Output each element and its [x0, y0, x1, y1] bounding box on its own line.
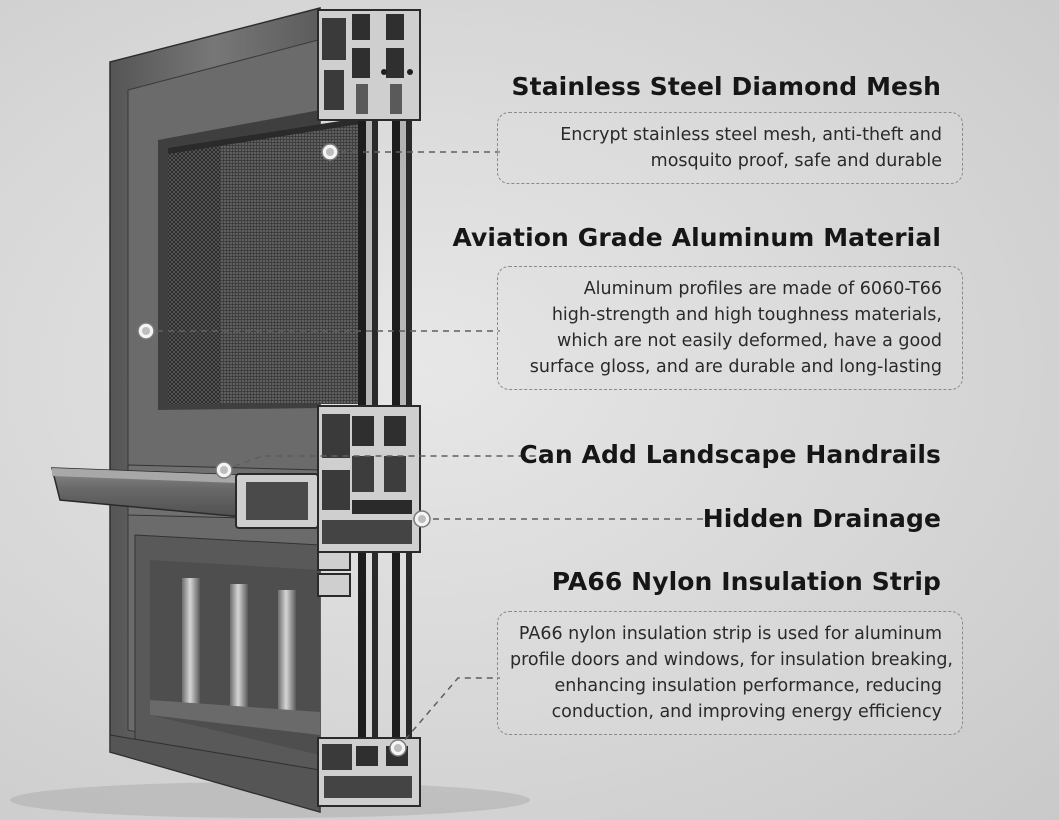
feature-title-mesh: Stainless Steel Diamond Mesh	[511, 72, 941, 101]
feature-desc-line: Encrypt stainless steel mesh, anti-theft…	[560, 125, 942, 145]
feature-desc-line: surface gloss, and are durable and long-…	[529, 357, 942, 377]
feature-desc-line: PA66 nylon insulation strip is used for …	[518, 624, 942, 644]
feature-desc-line: which are not easily deformed, have a go…	[557, 331, 942, 351]
feature-desc-line: conduction, and improving energy efficie…	[551, 702, 942, 722]
feature-desc-aluminum: Aluminum profiles are made of 6060-T66 h…	[497, 266, 963, 390]
feature-desc-line: Aluminum profiles are made of 6060-T66	[583, 279, 942, 299]
feature-desc-line: high-strength and high toughness materia…	[551, 305, 942, 325]
leader-lines	[146, 151, 705, 749]
decorative-bars	[150, 578, 320, 735]
feature-title-nylon: PA66 Nylon Insulation Strip	[551, 567, 941, 596]
landscape-handrail	[51, 467, 319, 529]
top-profile-section	[317, 9, 421, 121]
diamond-mesh	[168, 118, 360, 404]
feature-title-drainage: Hidden Drainage	[702, 504, 941, 533]
callout-dots	[137, 143, 431, 757]
feature-desc-line: enhancing insulation performance, reduci…	[554, 676, 942, 696]
bottom-profile-section	[109, 734, 421, 813]
feature-desc-mesh: Encrypt stainless steel mesh, anti-theft…	[497, 112, 963, 184]
feature-title-aluminum: Aviation Grade Aluminum Material	[452, 223, 941, 252]
feature-desc-line: profile doors and windows, for insulatio…	[510, 650, 953, 670]
feature-desc-line: mosquito proof, safe and durable	[650, 151, 942, 171]
feature-title-handrail: Can Add Landscape Handrails	[519, 440, 941, 469]
feature-desc-nylon: PA66 nylon insulation strip is used for …	[497, 611, 963, 735]
